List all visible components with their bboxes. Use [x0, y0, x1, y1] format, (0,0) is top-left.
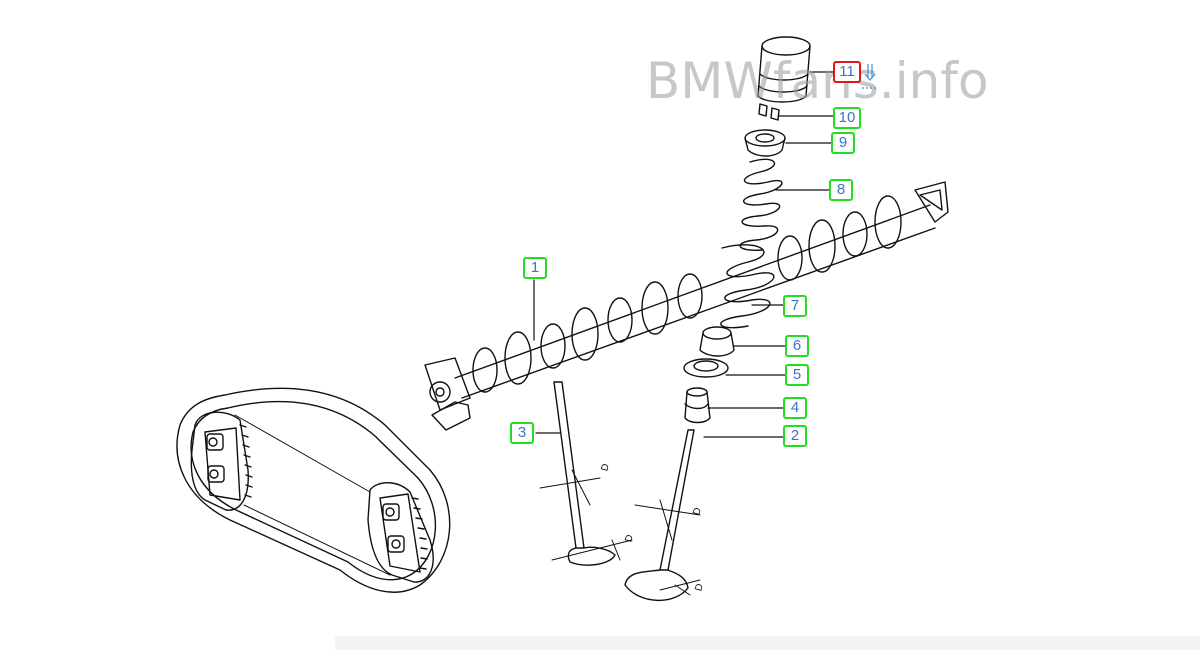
exhaust-valve-drawing — [624, 429, 695, 602]
right-sprocket-drawing — [367, 482, 434, 583]
watermark-text: BMWfans.info — [646, 52, 989, 110]
valve-guide-drawing — [684, 387, 711, 424]
spring-seat-drawing — [683, 358, 729, 378]
callout-part-6[interactable]: 6 — [785, 335, 809, 357]
callout-part-10[interactable]: 10 — [833, 107, 861, 129]
callout-part-3[interactable]: 3 — [510, 422, 534, 444]
callout-part-9[interactable]: 9 — [831, 132, 855, 154]
left-sprocket-drawing — [190, 411, 253, 511]
dimension-lines — [539, 469, 701, 596]
tappet-drawing — [757, 36, 811, 103]
timing-chain-drawing — [176, 387, 451, 593]
arrow-down-icon[interactable] — [858, 62, 878, 90]
outer-spring-drawing — [739, 158, 783, 251]
valve-stem-seal-drawing — [699, 326, 735, 357]
cam-lobes — [472, 195, 902, 393]
footer-strip — [335, 636, 1200, 650]
valve-stack-drawing — [553, 36, 811, 602]
callout-part-4[interactable]: 4 — [783, 397, 807, 419]
callout-part-8[interactable]: 8 — [829, 179, 853, 201]
callout-part-11[interactable]: 11 — [833, 61, 861, 83]
leader-lines — [533, 71, 836, 438]
intake-valve-drawing — [553, 381, 616, 566]
callout-part-2[interactable]: 2 — [783, 425, 807, 447]
inner-spring-drawing — [720, 244, 775, 329]
callout-part-1[interactable]: 1 — [523, 257, 547, 279]
spring-retainer-drawing — [744, 129, 786, 157]
valve-keepers-drawing — [758, 103, 780, 121]
callout-part-7[interactable]: 7 — [783, 295, 807, 317]
camshaft-drawing — [424, 181, 949, 431]
callout-part-5[interactable]: 5 — [785, 364, 809, 386]
